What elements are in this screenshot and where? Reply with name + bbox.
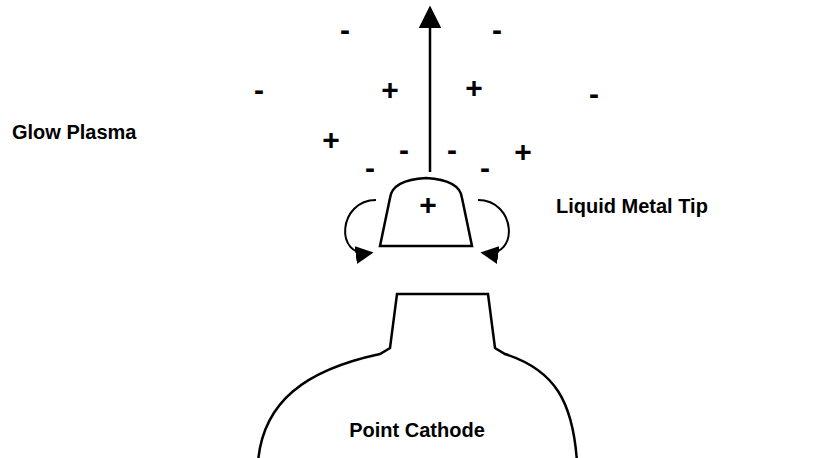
- liquid-metal-tip-shape: [380, 178, 472, 246]
- cathode-label: Point Cathode: [349, 419, 485, 441]
- charge-sign: +: [381, 75, 399, 105]
- emission-arrow: [429, 10, 432, 172]
- charge-sign: +: [419, 188, 437, 221]
- charge-sign: +: [465, 73, 483, 103]
- tip-label: Liquid Metal Tip: [556, 195, 708, 217]
- point-cathode-shape: [258, 294, 577, 458]
- charge-sign: +: [322, 125, 340, 155]
- charge-sign: -: [365, 153, 375, 183]
- charge-sign: -: [254, 75, 264, 105]
- point-cathode: Point Cathode: [255, 292, 580, 458]
- charge-sign: -: [589, 79, 599, 109]
- charge-sign: -: [399, 135, 409, 165]
- charge-sign: -: [447, 135, 457, 165]
- flow-arrow: [345, 200, 376, 253]
- charge-sign: +: [514, 137, 532, 167]
- charge-sign: -: [492, 15, 502, 45]
- liquid-metal-tip: +Liquid Metal Tip: [376, 174, 476, 250]
- region-label: Glow Plasma: [12, 121, 137, 144]
- flow-arrow: [478, 200, 509, 253]
- charge-sign: -: [340, 15, 350, 45]
- charge-sign: -: [480, 153, 490, 183]
